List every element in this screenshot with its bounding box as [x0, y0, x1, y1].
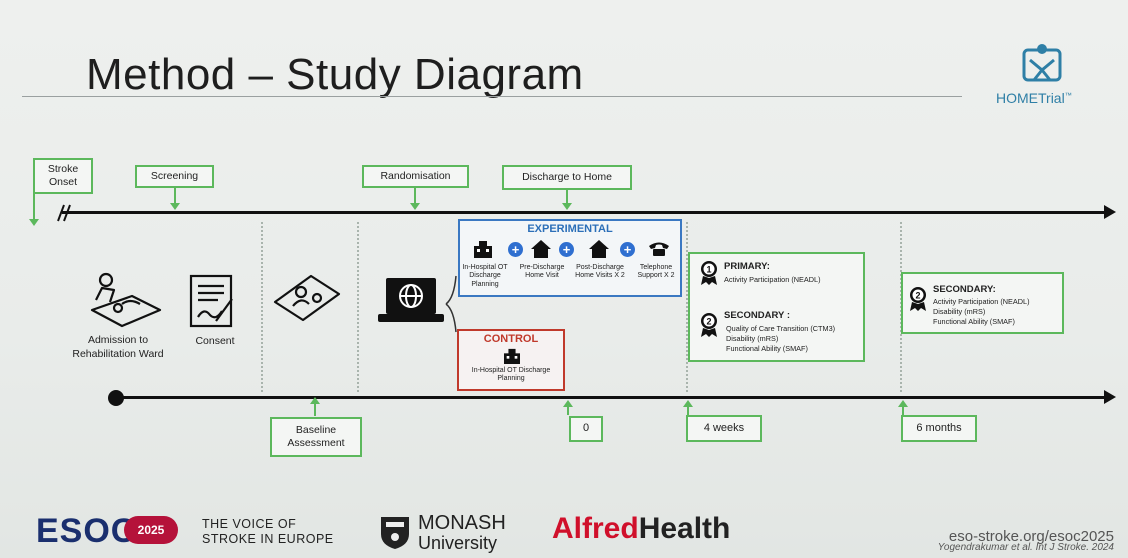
outcomes-4-weeks-box: 1 PRIMARY: Activity Participation (NEADL…: [688, 252, 865, 362]
alfred-health-logo: AlfredHealth: [552, 512, 730, 546]
discharge-arrow: [562, 190, 572, 210]
monash-logo: MONASH University: [418, 513, 506, 553]
alfred-text: Alfred: [552, 512, 639, 545]
exp-item-1: In-Hospital OT Discharge Planning: [462, 264, 508, 288]
stroke-onset-label: Stroke Onset: [33, 158, 93, 194]
secondary-item: Functional Ability (SMAF): [933, 317, 1015, 326]
esoc-year-badge: 2025: [124, 516, 178, 544]
time-4-weeks-label: 4 weeks: [686, 415, 762, 442]
control-item: In-Hospital OT Discharge Planning: [471, 367, 551, 383]
control-box: CONTROL In-Hospital OT Discharge Plannin…: [457, 329, 565, 391]
monash-university: University: [418, 533, 498, 553]
consent-form-icon: [189, 274, 233, 328]
stroke-onset-arrow: [29, 194, 39, 226]
hospital-icon: [504, 348, 520, 364]
citation: Yogendrakumar et al. Int J Stroke. 2024: [937, 542, 1114, 553]
secondary-item: Activity Participation (NEADL): [933, 297, 1030, 306]
svg-text:2: 2: [915, 291, 920, 301]
time-6-months-label: 6 months: [901, 415, 977, 442]
home-icon: [589, 240, 609, 258]
admission-label: Admission to Rehabilitation Ward: [72, 334, 164, 360]
home-icon: [531, 240, 551, 258]
svg-text:2: 2: [706, 317, 711, 327]
medal-2-icon: 2: [701, 313, 717, 337]
plus-icon: +: [620, 242, 635, 257]
outcomes-6-months-box: 2 SECONDARY: Activity Participation (NEA…: [901, 272, 1064, 334]
screening-arrow: [170, 188, 180, 210]
hospital-icon: [474, 241, 492, 258]
time-6-months-arrow: [898, 400, 908, 415]
telephone-icon: [649, 242, 669, 256]
assessment-icon: [273, 274, 341, 322]
esoc-logo: ESOC: [36, 512, 136, 551]
primary-item: Activity Participation (NEADL): [724, 275, 821, 284]
control-heading: CONTROL: [483, 333, 539, 345]
time-0-arrow: [563, 400, 573, 415]
phase-divider: [357, 222, 359, 392]
esoc-url[interactable]: eso-stroke.org/esoc2025: [948, 528, 1114, 545]
exp-item-3: Post-Discharge Home Visits X 2: [575, 264, 625, 280]
secondary-heading: SECONDARY :: [724, 310, 790, 321]
branch-bracket-icon: [445, 275, 457, 333]
plus-icon: +: [559, 242, 574, 257]
health-text: Health: [638, 512, 731, 545]
svg-text:1: 1: [706, 265, 711, 275]
slide-title: Method – Study Diagram: [86, 50, 584, 99]
exp-item-4: Telephone Support X 2: [637, 264, 675, 280]
exp-item-2: Pre-Discharge Home Visit: [519, 264, 565, 280]
primary-heading: PRIMARY:: [724, 261, 770, 272]
consent-label: Consent: [195, 335, 235, 347]
randomisation-label: Randomisation: [362, 165, 469, 188]
secondary-item: Functional Ability (SMAF): [726, 344, 808, 353]
bottom-timeline: [116, 390, 1116, 404]
secondary-item: Quality of Care Transition (CTM3): [726, 324, 836, 333]
medal-1-icon: 1: [701, 261, 717, 285]
timeline-break-icon: [57, 204, 71, 222]
time-0-label: 0: [569, 416, 603, 442]
baseline-arrow: [310, 397, 320, 416]
voice-of-stroke: THE VOICE OF STROKE IN EUROPE: [202, 517, 334, 546]
top-timeline: [62, 205, 1116, 219]
title-divider: [22, 96, 962, 97]
brand-tm: ™: [1064, 92, 1072, 100]
secondary-item: Disability (mRS): [726, 334, 779, 343]
time-4-weeks-arrow: [683, 400, 693, 415]
brand-name: HOMETrial: [996, 90, 1065, 106]
esoc-text: ESOC: [36, 512, 137, 550]
monash-name: MONASH: [418, 512, 506, 534]
secondary-item: Disability (mRS): [933, 307, 986, 316]
experimental-heading: EXPERIMENTAL: [527, 223, 613, 235]
screening-label: Screening: [135, 165, 214, 188]
secondary-heading: SECONDARY:: [933, 284, 996, 295]
plus-icon: +: [508, 242, 523, 257]
hometrial-brand: HOMETrial™: [996, 90, 1072, 106]
phase-divider: [686, 222, 688, 392]
monash-crest-icon: [381, 517, 409, 549]
phase-divider: [261, 222, 263, 392]
randomisation-arrow: [410, 188, 420, 210]
laptop-globe-icon: [378, 278, 444, 322]
hometrial-logo-icon: [1022, 44, 1062, 82]
experimental-box: EXPERIMENTAL + + + In-Hospital OT Discha…: [458, 219, 682, 297]
discharge-label: Discharge to Home: [502, 165, 632, 190]
medal-2-icon: 2: [910, 287, 926, 311]
baseline-label: Baseline Assessment: [270, 417, 362, 457]
hospital-bed-icon: [90, 272, 162, 328]
